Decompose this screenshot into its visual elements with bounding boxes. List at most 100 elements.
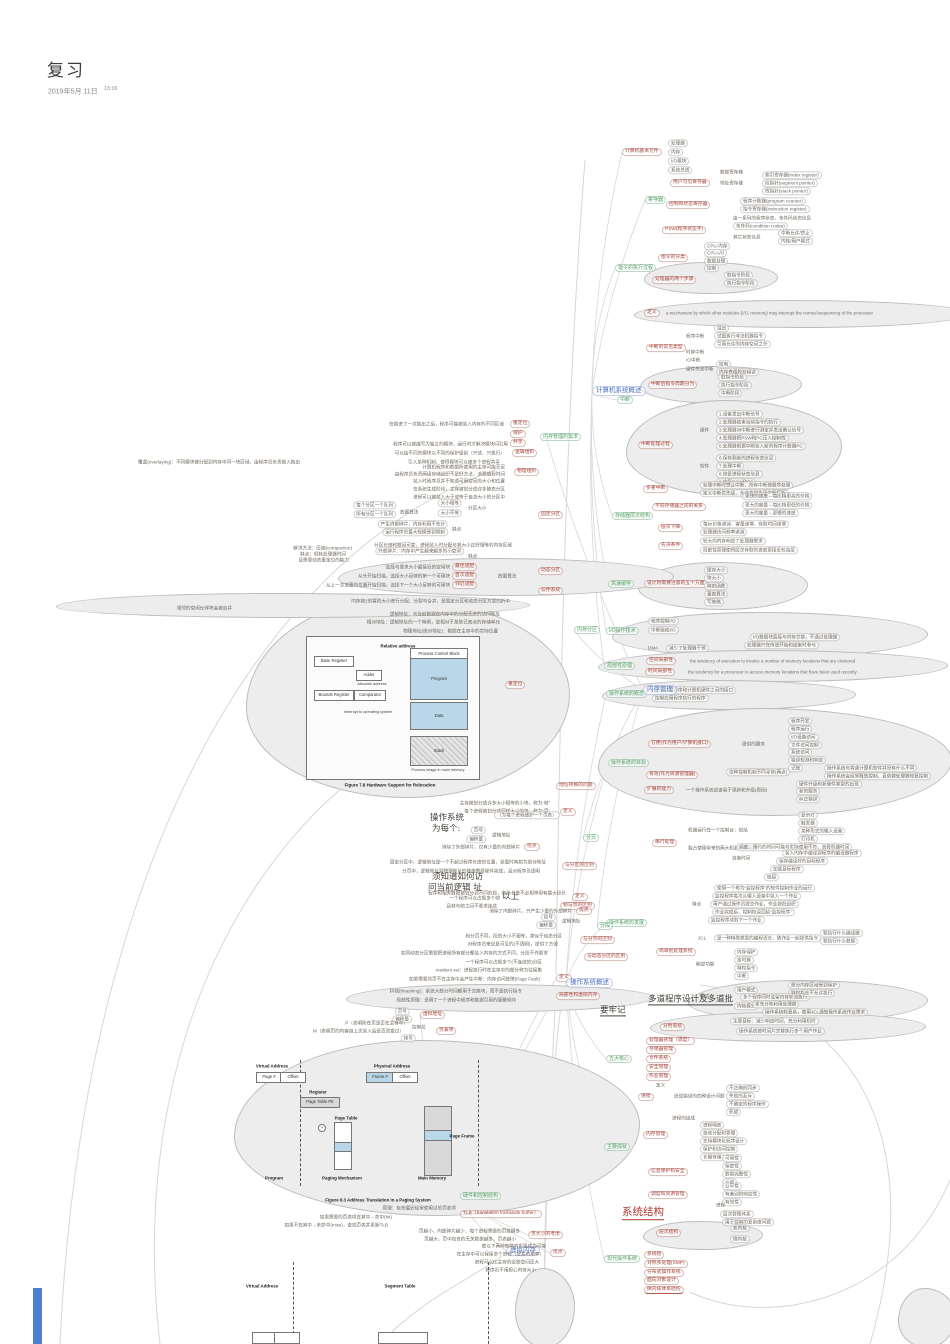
section-label[interactable]: 操作系统的概念 [606, 690, 648, 698]
leaf-text: 抖动(thrashing)：系统大部分时间都用于交换块，而不是执行指令 [389, 988, 522, 994]
seg-box-3 [378, 1332, 428, 1344]
leaf-text: 程序中断 [686, 333, 705, 339]
leaf-text: 定义 [656, 1082, 666, 1088]
section-label[interactable]: 存储器层次结构 [612, 512, 654, 520]
paging-mechanism-label: Paging Mechanism [322, 1175, 362, 1181]
section-label[interactable]: 内存分区 [574, 626, 601, 634]
section-label[interactable]: I/O操作技术 [606, 627, 639, 635]
leaf-item: 有差别的响应性 [722, 1190, 761, 1198]
leaf-item: 指令寄存器(instruction register) [740, 205, 810, 213]
handwritten-note: 多道程序设计及多道批 [648, 994, 734, 1006]
leaf-item: 引用允许的内存空间之外 [714, 340, 771, 348]
topic-label: 对称多处理(SMP) [644, 1260, 688, 1268]
leaf-item: 程序运行 [788, 725, 813, 733]
cloud-shape [56, 593, 530, 618]
topic-label: 动态分区 [538, 567, 564, 575]
topic-label: 安全管理 [646, 1064, 672, 1072]
section-label[interactable]: 高速缓存 [608, 580, 635, 588]
leaf-item: 帧号 [400, 1034, 416, 1042]
leaf-text: resident set：进程执行时在主存中的部分称为驻留集 [435, 967, 542, 973]
leaf-text: 分区长度和数目可变，进程装入时分配与其大小正好相等的内存区域 [374, 542, 512, 548]
leaf-item: 触发器 [798, 819, 818, 827]
cloud-shape [598, 650, 948, 682]
section-label[interactable]: 现代操作系统 [604, 1255, 641, 1263]
chapter-label[interactable]: 虚拟内存 [506, 1246, 540, 1256]
leaf-text: 引入某种机制，使得模块可以被多个进程共享 [408, 459, 500, 465]
figure-7-8-caption: Figure 7.8 Hardware Support for Relocati… [344, 782, 436, 788]
leaf-text: 计算机程序和数据所使用的主存可能不足 [422, 464, 505, 470]
section-label[interactable]: 中断 [617, 396, 634, 404]
leaf-item: 硬件升级和新硬件类型的出现 [796, 780, 862, 788]
leaf-item: 特权指令 [734, 964, 759, 972]
leaf-item: 6.保存剩余的进程状态信息 [716, 454, 777, 462]
seg-box-2 [274, 1332, 300, 1344]
section-label[interactable]: 内存管理的需求 [540, 433, 582, 441]
figure-8-3-caption: Figure 8.3 Address Translation in a Pagi… [325, 1197, 431, 1203]
comparator-box: Comparator [354, 690, 386, 701]
leaf-item: 索引寄存器(index register) [762, 171, 822, 179]
topic-label: 处理器管理（调度） [646, 1037, 696, 1045]
leaf-text: 对程序员来说是可见的(不透明)，提供了方便 [467, 941, 558, 947]
topic-label: 最佳适配 [452, 563, 478, 571]
leaf-text: 硬件 [700, 427, 710, 433]
section-label[interactable]: 寄存器 [645, 196, 667, 204]
section-label[interactable]: 分段 [597, 922, 614, 930]
section-label[interactable]: 五大核心 [606, 1055, 633, 1063]
cloud-shape [515, 1268, 575, 1344]
section-label[interactable]: 硬件和控制结构 [460, 1192, 502, 1200]
leaf-item: 装入内存中编译源程序的编译器程序 [782, 849, 862, 857]
chapter-label[interactable]: 计算机系统概述 [592, 386, 646, 396]
frame-number-box: Frame # [366, 1072, 394, 1083]
section-label[interactable]: 分页 [583, 834, 600, 842]
section-label[interactable]: 主要成就 [604, 1143, 631, 1151]
chapter-label[interactable]: 操作系统概述 [566, 978, 613, 988]
leaf-item: 保密性 [722, 1162, 742, 1170]
leaf-text: 由一系列的程序状态、条件码状态信息 [733, 215, 812, 221]
leaf-item: 处理器 [668, 139, 688, 147]
topic-label: 页表项 [436, 1027, 457, 1035]
leaf-item: 打印机 [798, 835, 818, 843]
leaf-item: 掉电 [716, 360, 732, 368]
chapter-label[interactable]: 内存管理 [643, 685, 677, 695]
leaf-text: 且帧与帧之间不要求连续 [446, 903, 497, 909]
leaf-text: 解决方法：压缩(compaction) [293, 545, 352, 551]
topic-label: 方便(作为用户/计算机接口) [648, 740, 712, 748]
leaf-item: 2.处理器结束当前指令的执行 [716, 418, 781, 426]
section-label[interactable]: 操作系统的目标 [608, 759, 650, 767]
cloud-shape [598, 708, 950, 816]
page-frame-row [424, 1130, 452, 1141]
leaf-item: 较大的内存响应了处理器需求 [700, 537, 766, 545]
main-memory-column [424, 1106, 452, 1176]
leaf-text: 数据寄存器 [720, 169, 743, 175]
topic-label: 处理器的两个步骤 [652, 276, 697, 284]
topic-label: 共享 [510, 439, 526, 447]
section-label[interactable]: 局部性原理 [604, 662, 636, 670]
leaf-item: 局部性原理使得层次存取的速度更接近较高层 [700, 546, 798, 554]
page-title[interactable]: 复习 [47, 61, 85, 80]
topic-label: 时间局部性 [645, 668, 675, 676]
leaf-item: 条件码(condition codes) [733, 222, 788, 230]
leaf-item: 块大小 [704, 574, 724, 582]
leaf-text: 进程可以比主存的全部空间还大 [474, 1259, 539, 1265]
page-edge-marker[interactable] [33, 1288, 42, 1344]
leaf-text: M（表明页的内容自上次装入后是否改变过） [312, 1028, 404, 1034]
leaf-item: 要执行什么编译器 [820, 929, 863, 937]
leaf-text: 相对地址：逻辑地址的一个特例，是相对于某些已知点的存储单元 [366, 619, 500, 625]
leaf-item: 新的服务 [796, 787, 821, 795]
leaf-text: 如果不在其中→未命中(miss)，查找页表并更新TLB [284, 1222, 388, 1228]
leaf-text: 内存按2的幂的大小进行分配、分裂与合并，是固定分区和动态分区方案的折中 [351, 598, 510, 604]
topic-label: 层次结构 [656, 1229, 682, 1237]
topic-label: 优点 [576, 907, 592, 915]
topic-label: 指令的分类 [658, 254, 688, 262]
section-label[interactable]: 指令的执行过程 [615, 264, 657, 272]
topic-label: 固定分区 [538, 511, 564, 519]
topic-label: 存储器管理 [646, 1046, 676, 1054]
leaf-item: 层次管理体系 [720, 1210, 754, 1218]
leaf-text: 一个操作系统应该易于更新和升级(原因) [686, 787, 768, 793]
topic-label: 多线程 [644, 1251, 665, 1259]
leaf-item: 大小相等 [437, 499, 462, 507]
leaf-text: 进程的组成 [672, 1115, 695, 1121]
leaf-item: 3.处理器对中断进行测定并发出确认信号 [716, 426, 804, 434]
leaf-item: 这种控制机制不同寻常(两点) [726, 768, 791, 776]
